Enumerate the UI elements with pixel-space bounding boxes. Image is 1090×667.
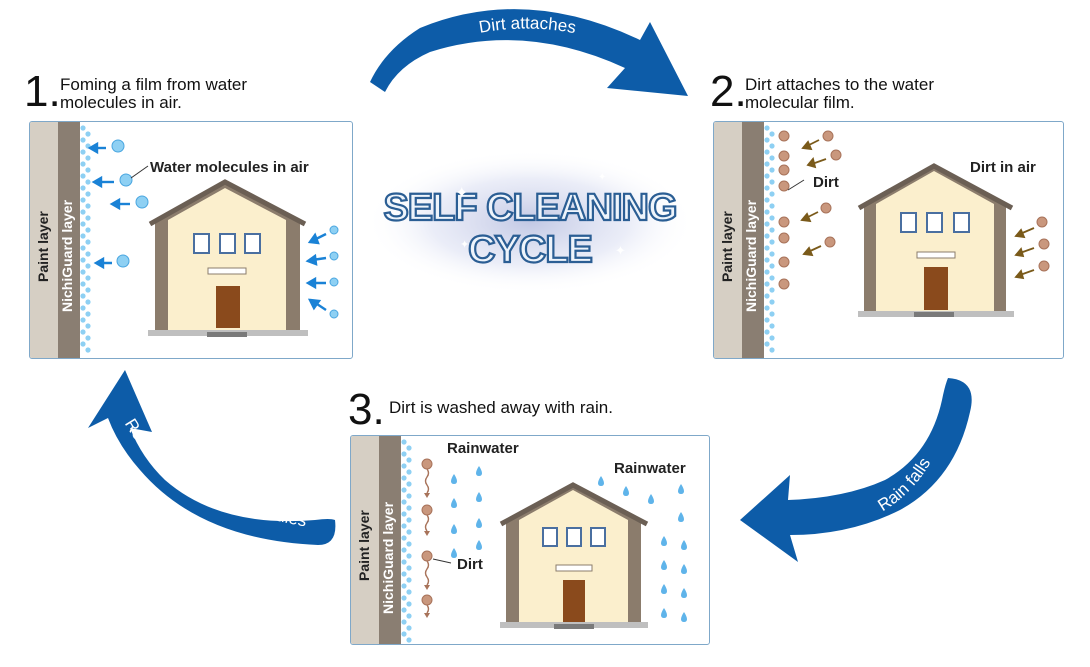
sparkle-icon: ✦ — [598, 172, 606, 183]
self-cleaning-cycle-title: SELF CLEANING CYCLE ✦ ✦ ✦ ✦ — [365, 150, 695, 294]
nichiguard-layer — [58, 122, 80, 358]
water-molecules-callout: Water molecules in air — [150, 159, 309, 176]
step-2-number: 2. — [710, 67, 747, 116]
paint-layer — [30, 122, 58, 358]
step-3-number: 3. — [348, 385, 385, 434]
dirt-attaches-label: Dirt attaches — [477, 13, 577, 37]
nichiguard-layer-label: NichiGuard layer — [59, 199, 75, 312]
paint-layer-label: Paint layer — [35, 211, 51, 282]
nichiguard-layer-label: NichiGuard layer — [743, 199, 759, 312]
step-1-title: Foming a film from water molecules in ai… — [60, 76, 247, 112]
panel-2-illustration: Paint layer NichiGuard layer Dirt Dirt i… — [714, 122, 1050, 358]
center-title-line2: CYCLE — [468, 229, 592, 271]
house-icon — [499, 482, 649, 629]
panel-3-illustration: Paint layer NichiGuard layer — [351, 436, 687, 644]
sparkle-icon: ✦ — [615, 244, 626, 259]
panel-step-1: Paint layer NichiGuard layer Water molec… — [29, 121, 353, 359]
step-2-title: Dirt attaches to the water molecular fil… — [745, 76, 934, 112]
svg-text:Dirt attaches: Dirt attaches — [477, 13, 577, 37]
panel-step-2: Paint layer NichiGuard layer Dirt Dirt i… — [713, 121, 1064, 359]
dirt-particles — [778, 130, 1050, 290]
paint-layer — [351, 436, 379, 644]
house-icon — [148, 179, 308, 337]
sparkle-icon: ✦ — [455, 183, 468, 202]
nichiguard-layer — [379, 436, 401, 644]
paint-layer — [714, 122, 742, 358]
dirt-in-air-label: Dirt in air — [970, 159, 1036, 176]
rainwater-label-left: Rainwater — [447, 440, 519, 457]
panel-step-3: Paint layer NichiGuard layer — [350, 435, 710, 645]
paint-layer-label: Paint layer — [719, 211, 735, 282]
step-1-number: 1. — [24, 67, 61, 116]
step-3-title: Dirt is washed away with rain. — [389, 398, 613, 417]
dirt-trails — [421, 458, 433, 618]
nichiguard-layer-label: NichiGuard layer — [380, 501, 396, 614]
step-1-line2: molecules in air. — [60, 93, 182, 112]
rainwater-label-right: Rainwater — [614, 460, 686, 477]
dirt-attaches-arrow — [370, 9, 688, 96]
water-molecules — [111, 139, 339, 319]
step-2-line1: Dirt attaches to the water — [745, 75, 934, 94]
panel-1-illustration: Paint layer NichiGuard layer Water molec… — [30, 122, 339, 358]
house-icon — [857, 163, 1014, 317]
step-2-line2: molecular film. — [745, 93, 855, 112]
arrow-icons — [87, 141, 327, 311]
raindrops — [451, 466, 687, 622]
dirt-label: Dirt — [813, 174, 839, 191]
center-title-line1: SELF CLEANING — [383, 187, 676, 229]
nichiguard-layer — [742, 122, 764, 358]
paint-layer-label: Paint layer — [356, 510, 372, 581]
sparkle-icon: ✦ — [460, 238, 469, 251]
rain-falls-arrow — [740, 378, 972, 562]
step-1-line1: Foming a film from water — [60, 75, 248, 94]
dirt-label: Dirt — [457, 556, 483, 573]
arrow-icons — [800, 139, 1035, 280]
re-adsorbs-arrow — [88, 370, 336, 545]
